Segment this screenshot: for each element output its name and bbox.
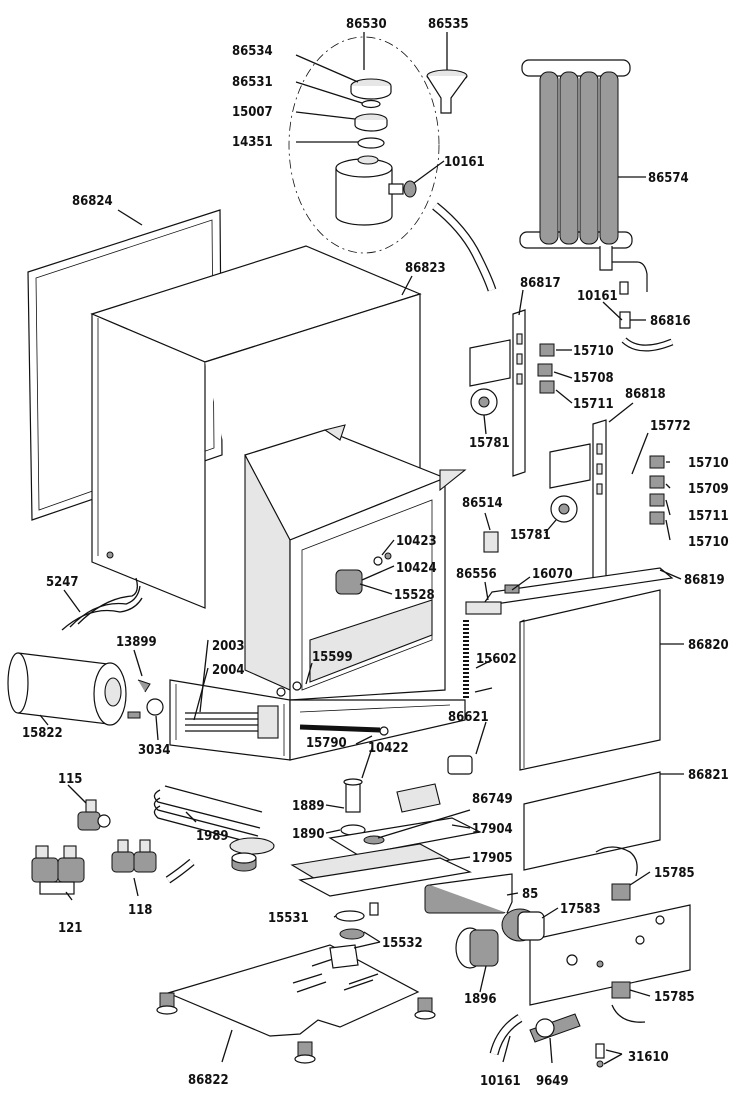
- water-valves: [31, 799, 195, 895]
- label-86556: 86556: [456, 567, 497, 582]
- label-86822: 86822: [188, 1073, 229, 1088]
- label-86574: 86574: [648, 171, 689, 186]
- heating-element: [153, 785, 275, 872]
- label-86514: 86514: [462, 496, 503, 511]
- label-10161-right: 10161: [577, 289, 618, 304]
- label-15531: 15531: [268, 911, 309, 926]
- label-15709: 15709: [688, 482, 729, 497]
- label-15710-mid: 15710: [688, 456, 729, 471]
- label-16070: 16070: [532, 567, 573, 582]
- label-118: 118: [128, 903, 152, 918]
- label-86816: 86816: [650, 314, 691, 329]
- label-1889: 1889: [292, 799, 325, 814]
- label-15532: 15532: [382, 936, 423, 951]
- label-15708: 15708: [573, 371, 614, 386]
- label-86535: 86535: [428, 17, 469, 32]
- label-15599: 15599: [312, 650, 353, 665]
- label-5247: 5247: [46, 575, 79, 590]
- boiler-cylinder: [7, 652, 164, 726]
- label-86821: 86821: [688, 768, 729, 783]
- label-15781-upper: 15781: [469, 436, 510, 451]
- label-86530: 86530: [346, 17, 387, 32]
- label-15785-upper: 15785: [654, 866, 695, 881]
- label-13899: 13899: [116, 635, 157, 650]
- label-15785-lower: 15785: [654, 990, 695, 1005]
- terminal-blocks: [396, 755, 473, 813]
- label-86824: 86824: [72, 194, 113, 209]
- pumps: [424, 873, 545, 969]
- label-15772: 15772: [650, 419, 691, 434]
- label-10424: 10424: [396, 561, 437, 576]
- control-panel: [529, 846, 691, 1023]
- filter-assembly: [290, 778, 482, 969]
- label-15781-lower: 15781: [510, 528, 551, 543]
- label-1896: 1896: [464, 992, 497, 1007]
- detergent-container-assembly: [288, 36, 497, 292]
- label-10422: 10422: [368, 741, 409, 756]
- label-2004: 2004: [212, 663, 245, 678]
- softener-cylinders: [519, 59, 648, 295]
- label-86531: 86531: [232, 75, 273, 90]
- drain-fittings: [489, 311, 674, 1068]
- label-121: 121: [58, 921, 82, 936]
- label-86749: 86749: [472, 792, 513, 807]
- label-9649: 9649: [536, 1074, 569, 1089]
- label-85: 85: [522, 887, 538, 902]
- label-86820: 86820: [688, 638, 729, 653]
- label-31610: 31610: [628, 1050, 669, 1065]
- label-15822: 15822: [22, 726, 63, 741]
- wash-tank: [244, 424, 467, 701]
- label-10161-bottom: 10161: [480, 1074, 521, 1089]
- label-86817: 86817: [520, 276, 561, 291]
- label-86534: 86534: [232, 44, 273, 59]
- label-10161-top: 10161: [444, 155, 485, 170]
- label-115: 115: [58, 772, 82, 787]
- label-86819: 86819: [684, 573, 725, 588]
- label-15007: 15007: [232, 105, 273, 120]
- base-plate: [156, 944, 436, 1064]
- label-1989: 1989: [196, 829, 229, 844]
- label-17583: 17583: [560, 902, 601, 917]
- label-15790: 15790: [306, 736, 347, 751]
- label-10423: 10423: [396, 534, 437, 549]
- label-3034: 3034: [138, 743, 171, 758]
- door-panels: [463, 567, 674, 871]
- label-15711-lower: 15711: [688, 509, 729, 524]
- label-14351: 14351: [232, 135, 273, 150]
- control-brackets: [469, 309, 665, 581]
- funnel-part: [426, 69, 468, 114]
- label-15711-upper: 15711: [573, 397, 614, 412]
- wire-harness: [61, 577, 143, 631]
- label-2003: 2003: [212, 639, 245, 654]
- label-15602: 15602: [476, 652, 517, 667]
- label-15528: 15528: [394, 588, 435, 603]
- part-labels: 86530 86535 86534 86531 15007 14351 1016…: [22, 17, 729, 1089]
- label-86818: 86818: [625, 387, 666, 402]
- label-17905: 17905: [472, 851, 513, 866]
- label-1890: 1890: [292, 827, 325, 842]
- label-86621: 86621: [448, 710, 489, 725]
- leader-lines: [39, 32, 684, 1065]
- label-15710-upper: 15710: [573, 344, 614, 359]
- label-15710-lower: 15710: [688, 535, 729, 550]
- label-86823: 86823: [405, 261, 446, 276]
- label-17904: 17904: [472, 822, 513, 837]
